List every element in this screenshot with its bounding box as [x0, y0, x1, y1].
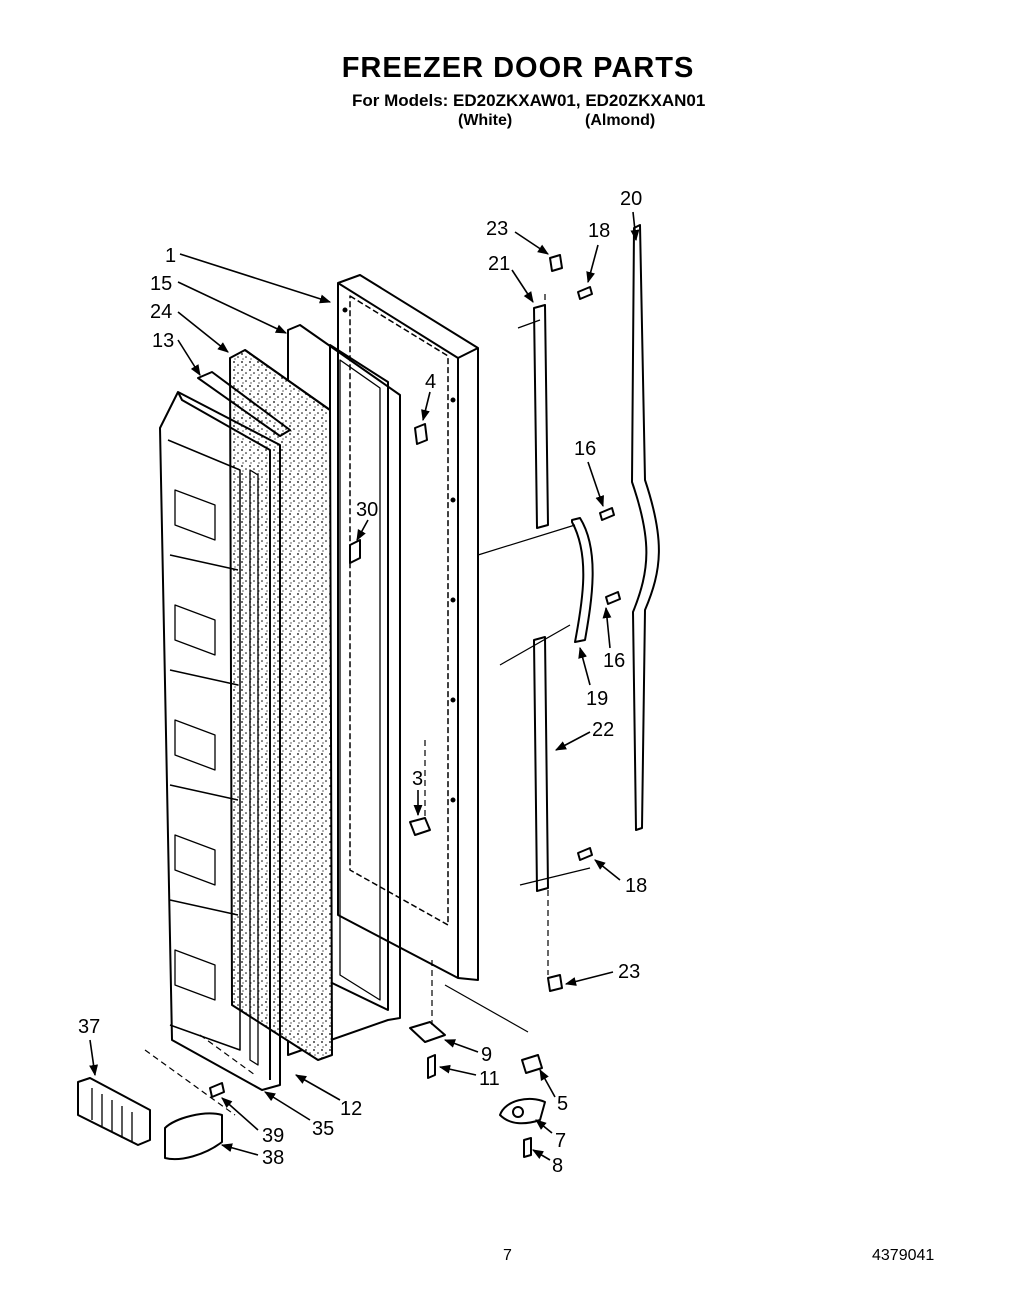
callout-18-bottom: 18 [625, 875, 647, 897]
screw-16-bottom [605, 591, 621, 605]
upper-handle-rail [533, 304, 549, 529]
callout-20: 20 [620, 188, 642, 210]
callout-18-top: 18 [588, 220, 610, 242]
callout-30: 30 [356, 499, 378, 521]
hinge-7 [499, 1097, 546, 1125]
callout-7: 7 [555, 1130, 566, 1152]
callout-3: 3 [412, 768, 423, 790]
cap-23-bottom [547, 974, 563, 992]
callout-labels: 1 15 24 13 23 18 21 20 4 30 16 16 19 22 … [78, 188, 647, 1177]
bracket-30 [349, 539, 361, 564]
callout-8: 8 [552, 1155, 563, 1177]
cover-38 [164, 1112, 223, 1161]
screw-16-top [599, 507, 615, 521]
callout-16-top: 16 [574, 438, 596, 460]
callout-leaders [89, 211, 640, 1161]
assembly-guide-lines [144, 290, 549, 1116]
callout-23-top: 23 [486, 218, 508, 240]
bracket-3 [409, 817, 431, 836]
screw-11 [427, 1054, 436, 1079]
outer-door-panel [337, 274, 479, 981]
hinge-pin-4 [414, 423, 428, 445]
callout-39: 39 [262, 1125, 284, 1147]
callout-38: 38 [262, 1147, 284, 1169]
callout-4: 4 [425, 371, 436, 393]
callout-1: 1 [165, 245, 176, 267]
callout-23-bottom: 23 [618, 961, 640, 983]
callout-16-bottom: 16 [603, 650, 625, 672]
models-line: For Models: ED20ZKXAW01, ED20ZKXAN01 [352, 91, 706, 110]
callout-5: 5 [557, 1093, 568, 1115]
cap-23-top [549, 254, 563, 272]
callout-22: 22 [592, 719, 614, 741]
grille-37 [77, 1077, 151, 1146]
callout-13: 13 [152, 330, 174, 352]
connector-lines [444, 319, 591, 1033]
variant-almond-label: (Almond) [585, 112, 656, 129]
callout-12: 12 [340, 1098, 362, 1120]
handle-bracket [571, 517, 594, 643]
callout-24: 24 [150, 301, 172, 323]
callout-35: 35 [312, 1118, 334, 1140]
hinge-plate-9 [409, 1021, 446, 1043]
screw-39 [209, 1082, 225, 1098]
document-number: 4379041 [872, 1247, 935, 1264]
variant-white-label: (White) [458, 112, 513, 129]
callout-37: 37 [78, 1016, 100, 1038]
screw-8 [523, 1137, 532, 1158]
bushing-5 [521, 1054, 543, 1074]
lower-handle-rail [533, 636, 549, 892]
inner-liner-top-trim [197, 371, 291, 437]
handle-trim [631, 224, 660, 831]
page-title: FREEZER DOOR PARTS [341, 52, 695, 84]
screw-18-bottom [577, 847, 593, 861]
callout-11: 11 [479, 1068, 500, 1090]
callout-19: 19 [586, 688, 608, 710]
inner-door-liner [159, 391, 281, 1091]
callout-21: 21 [488, 253, 510, 275]
screw-18-top [577, 286, 593, 300]
page-number: 7 [503, 1247, 512, 1264]
callout-15: 15 [150, 273, 172, 295]
callout-9: 9 [481, 1044, 492, 1066]
